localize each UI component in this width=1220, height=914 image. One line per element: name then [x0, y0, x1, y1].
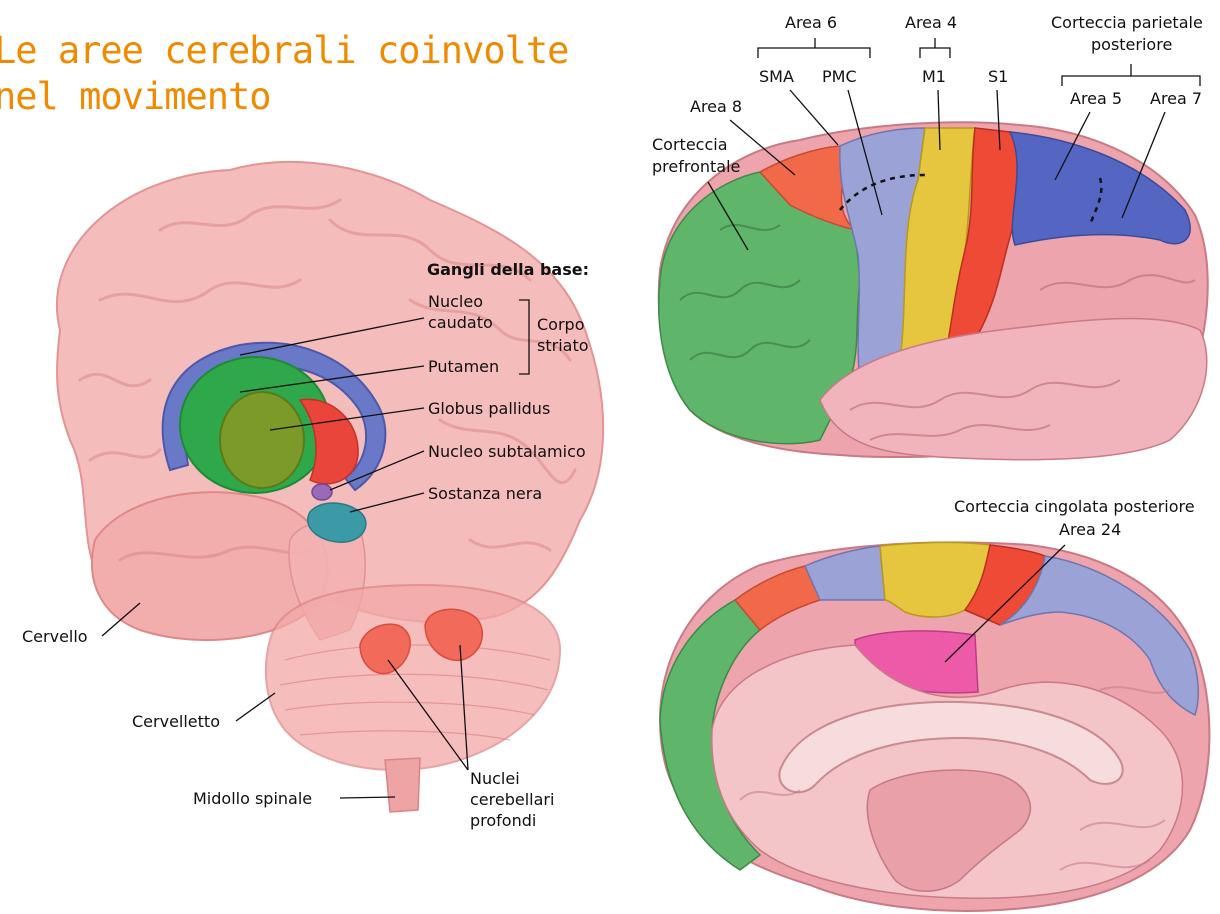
- label-corpo-striato-2: striato: [537, 336, 589, 355]
- label-area7: Area 7: [1150, 89, 1202, 108]
- label-area6: Area 6: [785, 13, 837, 32]
- spinal-cord: [385, 758, 420, 812]
- label-prefrontale-2: prefrontale: [652, 157, 740, 176]
- label-area8: Area 8: [690, 97, 742, 116]
- basal-ganglia-heading: Gangli della base:: [427, 260, 589, 279]
- label-nucleo-caudato-1: Nucleo: [428, 292, 483, 311]
- label-globus-pallidus: Globus pallidus: [428, 399, 550, 418]
- subthalamic-nucleus: [312, 484, 332, 500]
- label-prefrontale-1: Corteccia: [652, 135, 728, 154]
- medial-cortex-illustration: [660, 542, 1209, 911]
- bracket-area6: [758, 38, 870, 58]
- label-area4: Area 4: [905, 13, 957, 32]
- label-nuclei-1: Nuclei: [470, 769, 520, 788]
- label-sma: SMA: [759, 67, 794, 86]
- bracket-area4: [920, 38, 950, 58]
- label-area5: Area 5: [1070, 89, 1122, 108]
- globus-pallidus: [220, 392, 304, 488]
- label-putamen: Putamen: [428, 357, 499, 376]
- label-s1: S1: [988, 67, 1008, 86]
- label-nuclei-2: cerebellari: [470, 790, 554, 809]
- label-nucleo-subtalamico: Nucleo subtalamico: [428, 442, 586, 461]
- label-sostanza-nera: Sostanza nera: [428, 484, 542, 503]
- bracket-parietale: [1062, 64, 1200, 86]
- label-cervello: Cervello: [22, 627, 88, 646]
- label-nuclei-3: profondi: [470, 811, 536, 830]
- label-pmc: PMC: [822, 67, 857, 86]
- label-cervelletto: Cervelletto: [132, 712, 220, 731]
- lateral-cortex-illustration: [659, 122, 1208, 459]
- leader-midollo: [340, 797, 395, 798]
- leader-cervelletto: [236, 693, 275, 721]
- label-nucleo-caudato-2: caudato: [428, 313, 493, 332]
- label-corpo-striato-1: Corpo: [537, 315, 584, 334]
- label-parietale-1: Corteccia parietale: [1051, 13, 1203, 32]
- label-area24: Area 24: [1059, 520, 1121, 539]
- label-m1: M1: [922, 67, 946, 86]
- label-cingolata: Corteccia cingolata posteriore: [954, 497, 1195, 516]
- cerebellum: [266, 585, 560, 770]
- label-parietale-2: posteriore: [1091, 35, 1172, 54]
- label-midollo-spinale: Midollo spinale: [193, 789, 312, 808]
